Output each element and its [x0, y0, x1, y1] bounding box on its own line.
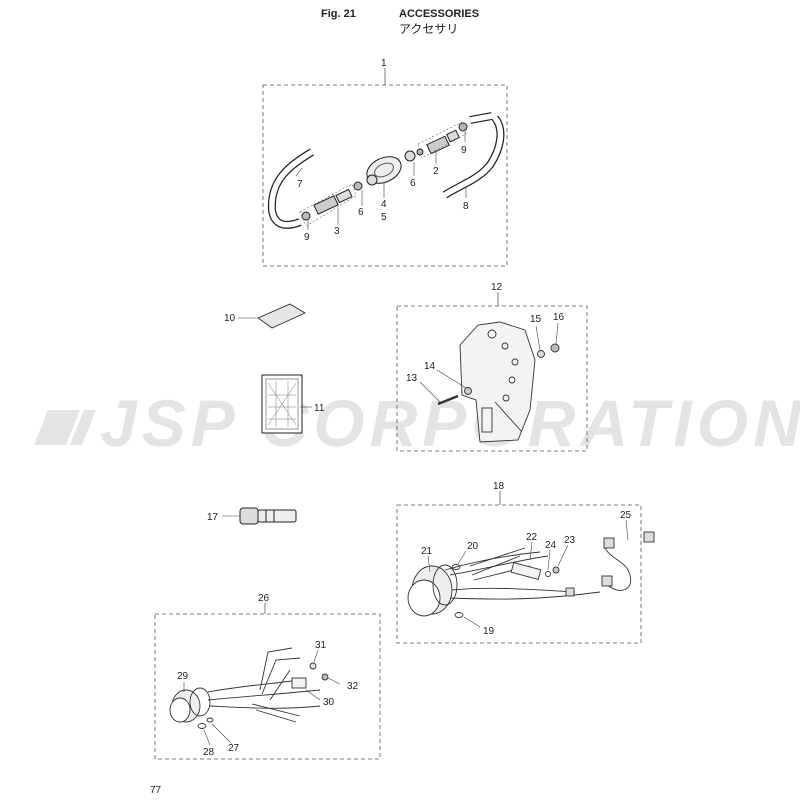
gauge-leaders: [183, 649, 341, 746]
callout-22: 22: [526, 532, 538, 543]
page-number: 77: [150, 785, 162, 796]
callout-4: 4: [381, 199, 387, 210]
callout-18: 18: [493, 481, 505, 492]
decal-part: [238, 303, 306, 329]
figure-label: Fig. 21: [321, 8, 356, 20]
callout-8: 8: [463, 201, 469, 212]
callout-30: 30: [323, 697, 335, 708]
gauge-kit: [169, 647, 329, 729]
callout-11: 11: [314, 403, 325, 414]
figure-title-japanese: アクセサリ: [399, 22, 459, 36]
label-plate-part: [261, 374, 312, 434]
fuel-line-assembly: [267, 112, 505, 229]
callout-2: 2: [433, 166, 439, 177]
callout-12: 12: [491, 282, 503, 293]
callout-10: 10: [224, 313, 236, 324]
fuel-line-leaders: [295, 132, 467, 230]
callout-27: 27: [228, 743, 240, 754]
callout-26: 26: [258, 593, 270, 604]
callout-13: 13: [406, 373, 418, 384]
callout-6b: 6: [410, 178, 416, 189]
callout-28: 28: [203, 747, 215, 758]
hose-adapter-part: [222, 507, 297, 525]
callout-24: 24: [545, 540, 557, 551]
tachometer-leaders: [427, 519, 629, 628]
tachometer-kit: [407, 531, 655, 618]
callout-1: 1: [381, 58, 387, 69]
mounting-bracket: [437, 321, 560, 443]
callout-9b: 9: [461, 145, 467, 156]
group-box-tachometer: [396, 504, 642, 644]
callout-6: 6: [358, 207, 364, 218]
callout-5: 5: [381, 212, 387, 223]
group-box-gauge: [154, 613, 381, 760]
bracket-leaders: [419, 322, 559, 403]
callout-23: 23: [564, 535, 576, 546]
callout-25: 25: [620, 510, 632, 521]
callout-15: 15: [530, 314, 542, 325]
callout-7: 7: [297, 179, 303, 190]
callout-20: 20: [467, 541, 479, 552]
callout-21: 21: [421, 546, 433, 557]
callout-labels: 1 2 3 4 5 6 6 7 8 9 9 10 11 12 13 14 15 …: [177, 58, 632, 758]
callout-29: 29: [177, 671, 189, 682]
callout-19: 19: [483, 626, 495, 637]
callout-14: 14: [424, 361, 436, 372]
group-box-bracket: [396, 305, 588, 452]
callout-9: 9: [304, 232, 310, 243]
group-leaders: [264, 68, 501, 614]
callout-32: 32: [347, 681, 359, 692]
watermark-logo: JSP CORPORATION: [34, 386, 800, 460]
callout-31: 31: [315, 640, 327, 651]
callout-3: 3: [334, 226, 340, 237]
callout-16: 16: [553, 312, 565, 323]
figure-title: ACCESSORIES: [399, 8, 480, 20]
watermark-text: JSP CORPORATION: [100, 386, 800, 460]
callout-17: 17: [207, 512, 219, 523]
